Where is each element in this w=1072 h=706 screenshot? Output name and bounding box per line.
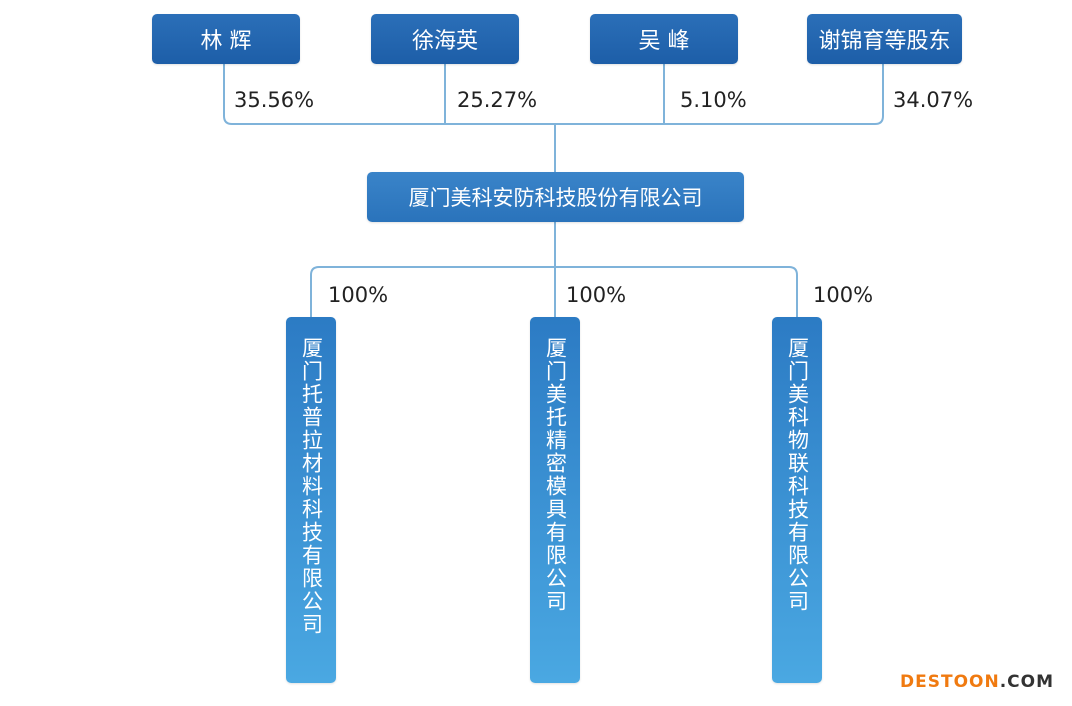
subsidiary-name: 厦门托普拉材料科技有限公司 bbox=[299, 337, 324, 636]
subsidiary-share-percentage: 100% bbox=[566, 283, 627, 307]
subsidiary-box-meituo: 厦门美托精密模具有限公司 bbox=[530, 317, 580, 683]
shareholder-box-xie-jinyu: 谢锦育等股东 bbox=[807, 14, 962, 64]
shareholder-box-xu-haiying: 徐海英 bbox=[371, 14, 519, 64]
share-percentage: 35.56% bbox=[234, 88, 315, 112]
subsidiary-name: 厦门美科物联科技有限公司 bbox=[785, 337, 810, 613]
share-percentage: 5.10% bbox=[680, 88, 747, 112]
main-company-box: 厦门美科安防科技股份有限公司 bbox=[367, 172, 744, 222]
subsidiary-box-meike-wulian: 厦门美科物联科技有限公司 bbox=[772, 317, 822, 683]
shareholder-box-wu-feng: 吴 峰 bbox=[590, 14, 738, 64]
company-name: 厦门美科安防科技股份有限公司 bbox=[408, 186, 703, 210]
subsidiary-share-percentage: 100% bbox=[328, 283, 389, 307]
share-percentage: 25.27% bbox=[457, 88, 538, 112]
subsidiary-name: 厦门美托精密模具有限公司 bbox=[543, 337, 568, 613]
watermark-logo: DESTOON.COM bbox=[900, 672, 1054, 692]
watermark-brand: DESTOON bbox=[900, 672, 1000, 692]
shareholder-box-lin-hui: 林 辉 bbox=[152, 14, 300, 64]
shareholder-name: 徐海英 bbox=[411, 29, 478, 54]
shareholder-name: 林 辉 bbox=[200, 29, 252, 54]
subsidiary-share-percentage: 100% bbox=[813, 283, 874, 307]
share-percentage: 34.07% bbox=[893, 88, 974, 112]
subsidiary-box-tuopula: 厦门托普拉材料科技有限公司 bbox=[286, 317, 336, 683]
shareholder-name: 吴 峰 bbox=[638, 29, 690, 54]
shareholder-name: 谢锦育等股东 bbox=[818, 29, 951, 54]
watermark-suffix: .COM bbox=[999, 672, 1055, 692]
